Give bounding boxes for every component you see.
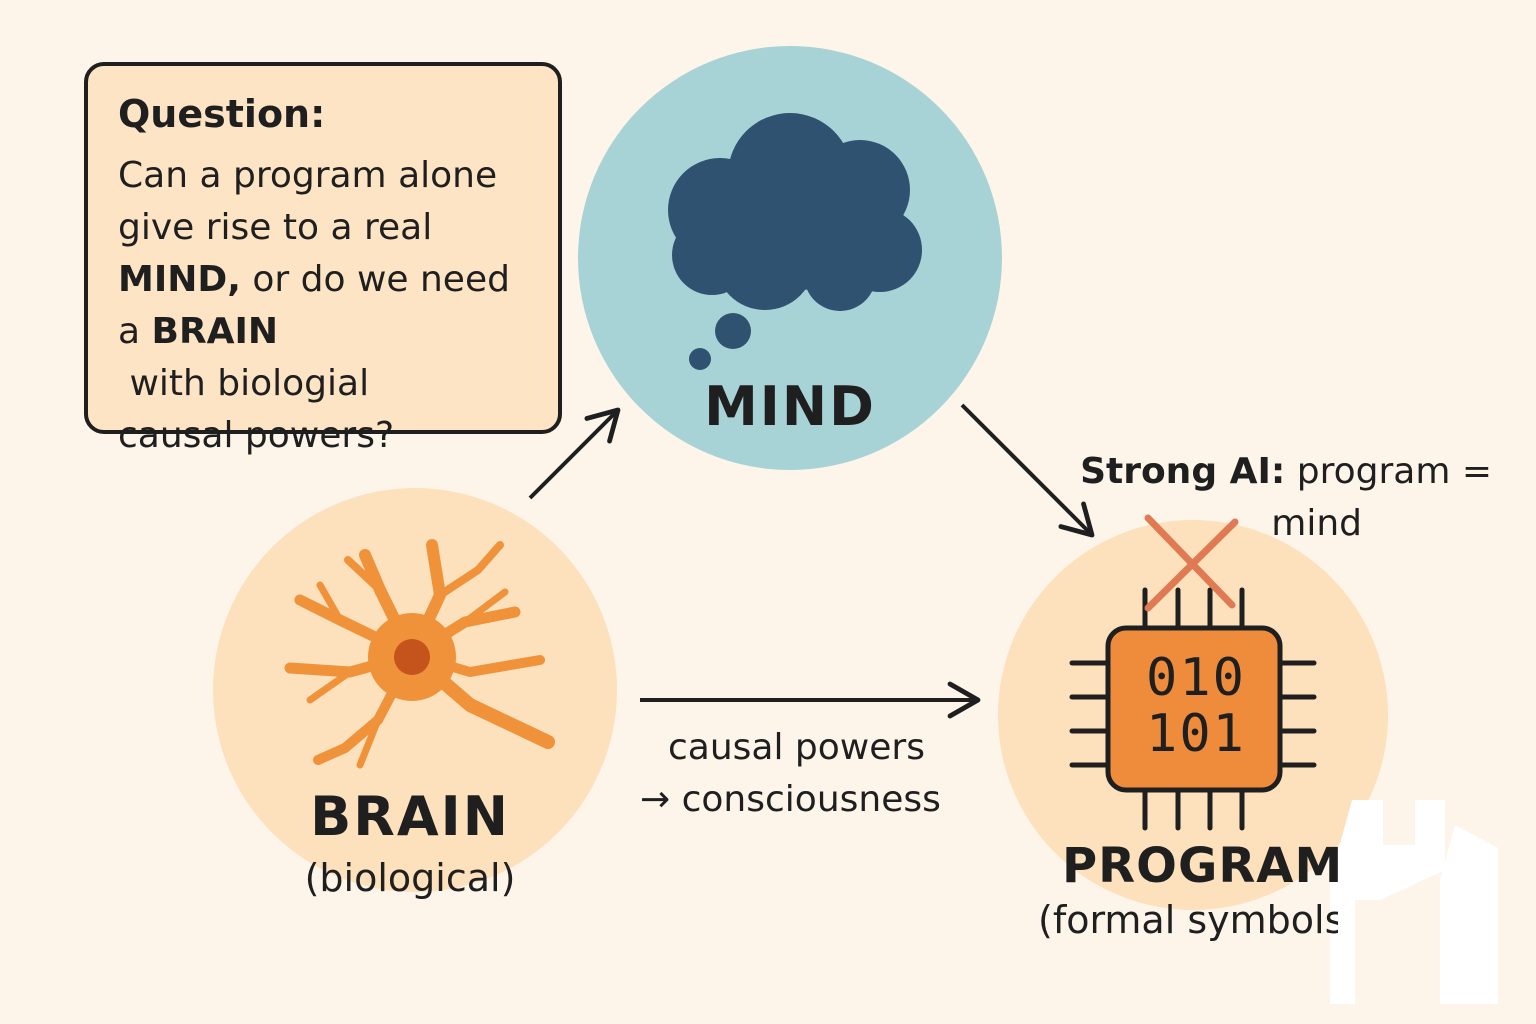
question-line-4-pre: a (118, 311, 152, 352)
program-label: PROGRAM (1062, 838, 1344, 894)
program-sublabel: (formal symbols (1038, 898, 1338, 942)
strong-ai-term: Strong AI: (1080, 451, 1286, 492)
question-title: Question: (118, 92, 326, 136)
neuron-nucleus (394, 639, 430, 675)
question-brain-word: BRAIN (151, 311, 279, 352)
causal-powers-line-2: → consciousness (640, 779, 941, 820)
question-line-2: give rise to a real (118, 207, 433, 248)
strong-ai-label: Strong AI: program = mind (1080, 446, 1492, 550)
cross-icon (1144, 514, 1239, 612)
mind-label: MIND (704, 375, 876, 438)
arrow-mind-to-program (960, 403, 1095, 538)
causal-powers-label: causal powers → consciousness (640, 722, 990, 826)
question-line-5: causal powers? (118, 415, 395, 456)
question-mind-word: MIND, (118, 259, 241, 300)
chip-icon (1069, 587, 1317, 831)
question-line-1: Can a program alone (118, 155, 498, 196)
strong-ai-line-2: mind (1271, 503, 1362, 544)
question-body: Can a program alone give rise to a real … (118, 150, 528, 462)
white-blocks (1330, 800, 1498, 1004)
thought-cloud-icon (668, 113, 922, 370)
chip-binary-line-1: 010 (1146, 648, 1246, 708)
strong-ai-line-1: Strong AI: program = (1080, 446, 1492, 498)
chip-binary-line-2: 101 (1146, 704, 1246, 764)
brain-sublabel: (biological) (304, 856, 516, 900)
chip-binary: 010 101 (1112, 650, 1280, 762)
question-line-3: MIND, or do we need (118, 254, 528, 306)
question-line-4: a BRAIN with biologial (118, 306, 528, 410)
brain-label: BRAIN (310, 785, 510, 848)
question-line-3-rest: or do we need (240, 259, 510, 300)
question-line-4-rest: with biologial (118, 363, 370, 404)
arrow-brain-to-mind (528, 407, 621, 500)
causal-powers-line-1: causal powers (668, 727, 925, 768)
strong-ai-rest: program = (1285, 451, 1492, 492)
question-box: Question: Can a program alone give rise … (84, 62, 562, 456)
